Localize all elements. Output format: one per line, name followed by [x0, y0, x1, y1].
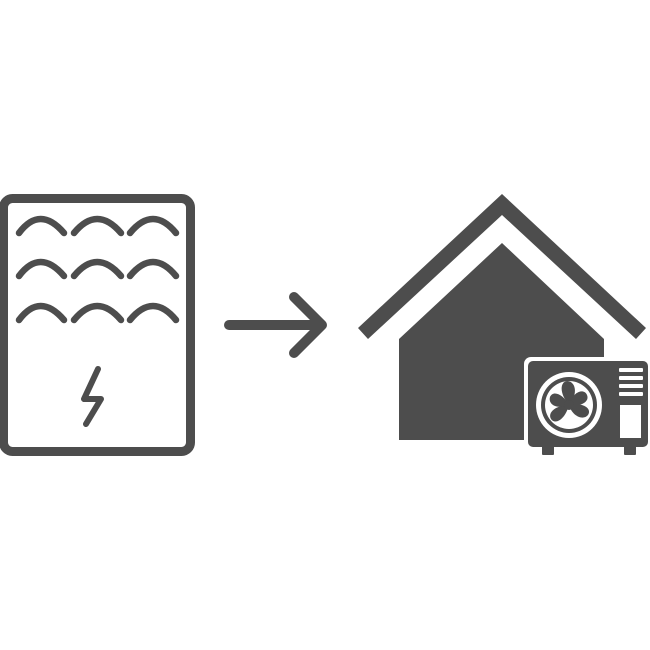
lightning-icon	[81, 366, 104, 427]
house-body-lower	[399, 339, 482, 440]
vent-slat	[619, 392, 643, 396]
arrow-head	[289, 292, 327, 358]
vent-slat	[619, 368, 643, 372]
heat-arc	[126, 258, 180, 280]
heat-arc	[15, 302, 68, 324]
fan-icon	[549, 381, 590, 422]
heat-arc	[15, 258, 68, 280]
heat-arc	[126, 302, 180, 324]
unit-service-panel	[620, 405, 641, 438]
unit-vent-slats	[619, 368, 643, 396]
battery-frame	[0, 194, 195, 456]
fan-blade	[569, 404, 590, 418]
fan-blade	[549, 393, 569, 407]
heat-battery-icon	[0, 194, 195, 456]
heat-arcs-grid	[15, 215, 180, 324]
heat-arc	[15, 215, 68, 237]
unit-foot-right	[624, 446, 636, 455]
heat-pump-outdoor-unit-icon	[524, 357, 650, 455]
heat-arc	[70, 215, 125, 237]
arrow-right-icon	[224, 292, 327, 358]
house-icon	[358, 194, 646, 440]
heat-arc	[126, 215, 180, 237]
heat-arc	[70, 258, 125, 280]
vent-slat	[619, 384, 643, 388]
house-body	[399, 243, 604, 440]
unit-foot-left	[542, 446, 554, 455]
fan-blade	[569, 391, 588, 406]
fan-hub	[564, 400, 574, 410]
vent-slat	[619, 376, 643, 380]
heat-arc	[70, 302, 125, 324]
fan-blade	[550, 405, 569, 422]
